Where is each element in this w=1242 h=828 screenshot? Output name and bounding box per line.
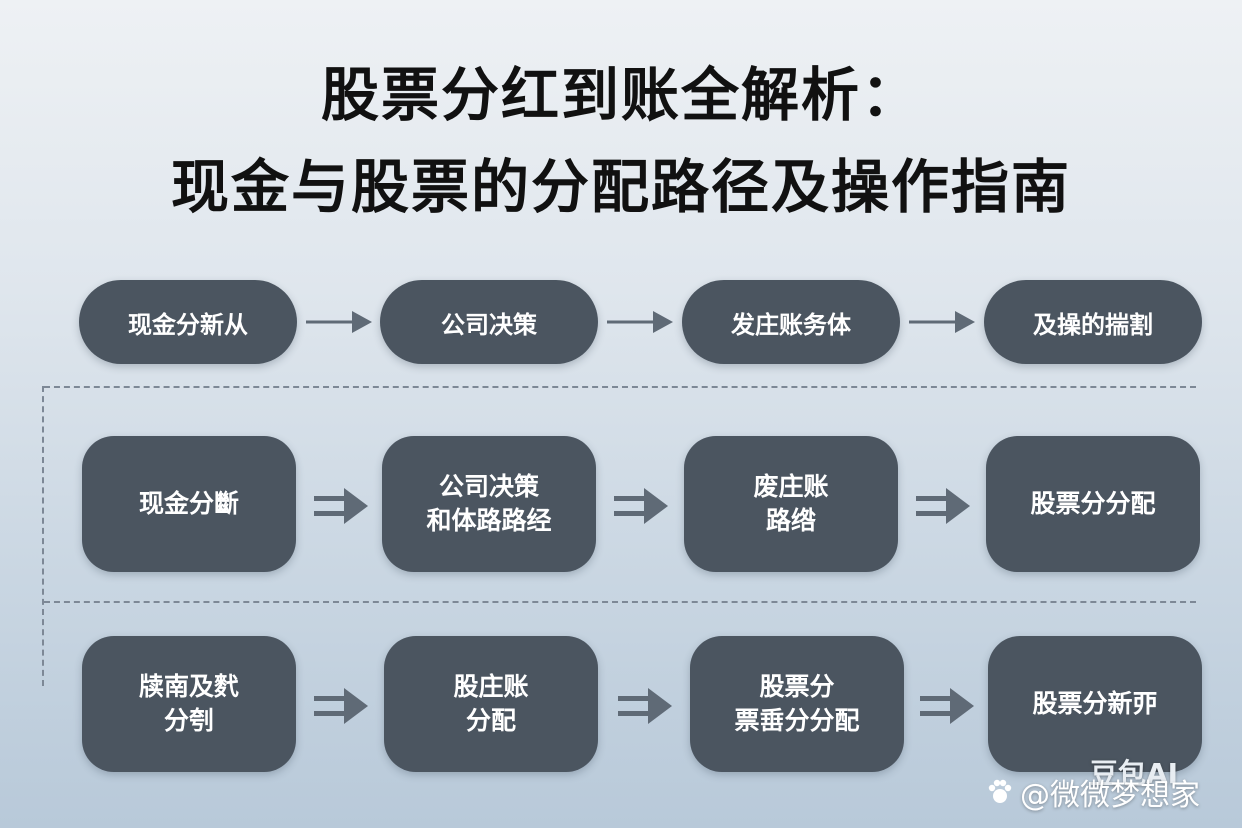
dashed-divider-top [44, 386, 1196, 388]
dashed-connector-left [42, 386, 44, 686]
card-label-line: 牍南及䴬 [138, 672, 239, 701]
card-label-line: 废庄账 [753, 472, 829, 501]
watermark-handle-text: @微微梦想家 [1020, 778, 1200, 813]
card-label-line: 公司决策 [438, 472, 539, 501]
flow-card-row3-2: 股庄账 分配 [384, 636, 598, 772]
double-arrow-right-icon [314, 688, 368, 724]
double-arrow-right-icon [614, 488, 668, 524]
double-arrow-right-icon [618, 688, 672, 724]
double-arrow-right-icon [920, 688, 974, 724]
flow-card-row3-4: 股票分新丣 [988, 636, 1202, 772]
arrow-right-icon [909, 311, 975, 333]
flow-card-row2-2: 公司决策 和体路路经 [382, 436, 596, 572]
card-label-line: 和体路路经 [426, 506, 552, 535]
flow-step-2-pill: 公司决策 [380, 280, 598, 364]
card-label-line: 现金分斷 [138, 489, 239, 518]
card-label-line: 分刳 [163, 706, 214, 735]
flow-step-label: 公司决策 [441, 310, 537, 339]
card-label-line: 股票分 [759, 672, 835, 701]
flow-step-label: 现金分新从 [128, 310, 248, 339]
flow-step-3-pill: 发庄账务体 [682, 280, 900, 364]
flow-card-row2-4: 股票分分配 [986, 436, 1200, 572]
paw-logo-icon [988, 779, 1012, 803]
watermark-ai-label: 豆包AI [1090, 757, 1179, 790]
arrow-right-icon [607, 311, 673, 333]
card-label-line: 分配 [465, 706, 516, 735]
flow-card-row2-3: 废庄账 路绺 [684, 436, 898, 572]
arrow-right-icon [306, 311, 372, 333]
flow-card-row3-1: 牍南及䴬 分刳 [82, 636, 296, 772]
page-title-line-2: 现金与股票的分配路径及操作指南 [170, 153, 1071, 221]
card-label-line: 股庄账 [453, 672, 529, 701]
flow-step-4-pill: 及操的揣割 [984, 280, 1202, 364]
flow-step-label: 发庄账务体 [731, 310, 851, 339]
card-label-line: 票𡸁分分配 [734, 706, 860, 735]
dashed-divider-middle [44, 601, 1196, 603]
card-label-line: 股票分新丣 [1032, 689, 1158, 718]
flow-card-row3-3: 股票分 票𡸁分分配 [690, 636, 904, 772]
card-label-line: 路绺 [765, 506, 816, 535]
flow-card-row2-1: 现金分斷 [82, 436, 296, 572]
card-label-line: 股票分分配 [1030, 489, 1156, 518]
flow-step-1-pill: 现金分新从 [79, 280, 297, 364]
flow-step-label: 及操的揣割 [1033, 310, 1153, 339]
double-arrow-right-icon [314, 488, 368, 524]
page-title-line-1: 股票分红到账全解析： [320, 61, 921, 129]
double-arrow-right-icon [916, 488, 970, 524]
watermark-handle: @微微梦想家 [986, 770, 1200, 814]
